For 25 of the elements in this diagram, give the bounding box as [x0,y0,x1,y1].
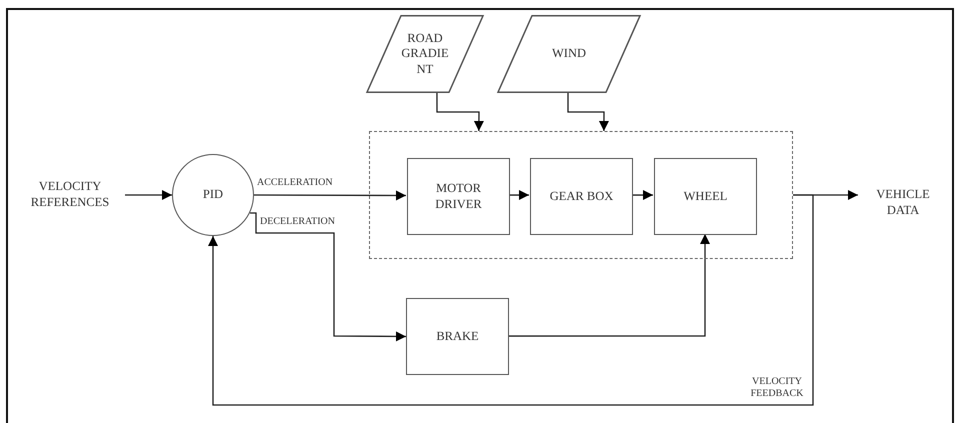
node-label: BRAKE [436,328,479,344]
node-label: WHEEL [684,188,728,204]
arrow [632,190,653,200]
process-box [654,158,757,235]
arrow [567,93,609,131]
edge-label: DECELERATION [259,216,336,228]
dashed-group-box [369,131,793,259]
arrow [208,194,814,406]
arrow [250,212,406,342]
node-label: VEHICLE DATA [875,187,931,219]
process-box [407,158,510,235]
node-label: ROAD GRADIE NT [400,30,450,78]
process-box [530,158,633,235]
arrow [254,190,406,200]
node-label: VELOCITY REFERENCES [30,179,110,211]
node-label: MOTOR DRIVER [434,180,483,212]
node-label: GEAR BOX [550,188,614,204]
node-label: WIND [552,46,586,62]
node-label: PID [202,187,224,203]
arrow [509,190,529,200]
edge-label: ACCELERATION [256,177,334,188]
arrow [436,93,484,131]
process-box [406,298,509,375]
arrow [125,190,172,200]
arrow [509,234,710,337]
